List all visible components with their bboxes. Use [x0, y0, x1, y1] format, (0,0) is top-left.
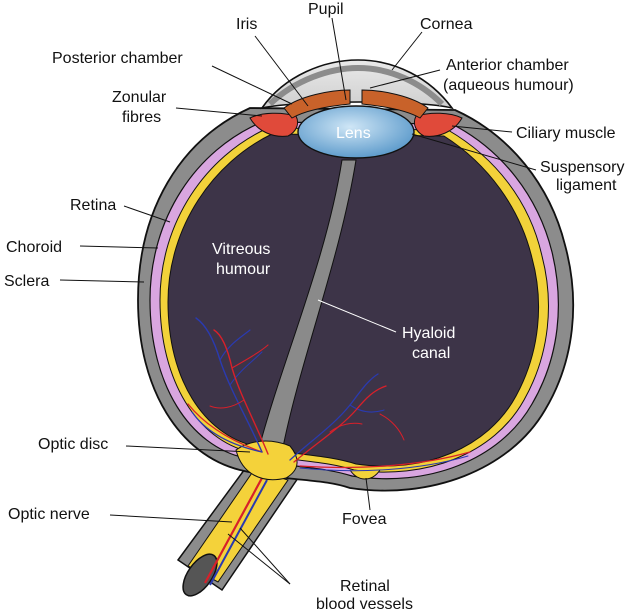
label-hyaloid: Hyaloid	[402, 325, 455, 342]
vitreous-chamber	[167, 133, 540, 467]
label-vitreous: Vitreous	[212, 241, 270, 258]
label-suspensory-sub: ligament	[556, 177, 617, 194]
label-suspensory: Suspensory	[540, 159, 625, 176]
label-choroid: Choroid	[6, 239, 62, 256]
label-optic-disc: Optic disc	[38, 436, 108, 453]
optic-nerve-shape	[176, 461, 300, 597]
lens-shape	[297, 105, 415, 159]
label-pupil: Pupil	[308, 1, 344, 18]
label-zonular: Zonular	[112, 89, 167, 106]
label-cornea: Cornea	[420, 16, 473, 33]
label-retina: Retina	[70, 197, 116, 214]
label-lens: Lens	[336, 125, 371, 142]
label-anterior-chamber: Anterior chamber	[446, 57, 569, 74]
leader-lines	[59, 17, 537, 585]
label-iris: Iris	[236, 16, 257, 33]
label-blood-vessels: blood vessels	[316, 596, 413, 611]
label-ciliary-muscle: Ciliary muscle	[516, 125, 616, 142]
label-zonular-sub: fibres	[122, 109, 161, 126]
ciliary-muscle-left	[249, 112, 299, 137]
label-vitreous-sub: humour	[216, 261, 271, 278]
label-fovea: Fovea	[342, 511, 387, 528]
label-posterior-chamber: Posterior chamber	[52, 50, 183, 67]
retinal-blood-vessels	[187, 317, 471, 472]
label-sclera: Sclera	[4, 273, 49, 290]
label-hyaloid-sub: canal	[412, 345, 450, 362]
ciliary-muscle-right	[413, 112, 463, 137]
label-optic-nerve: Optic nerve	[8, 506, 90, 523]
label-anterior-chamber-sub: (aqueous humour)	[443, 77, 574, 94]
label-retinal: Retinal	[340, 578, 390, 595]
